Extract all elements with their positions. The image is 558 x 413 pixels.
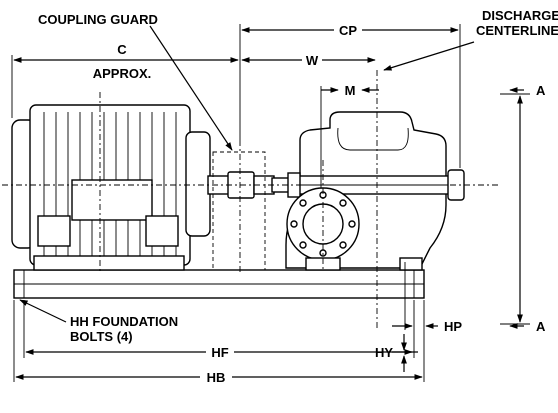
label-m: M	[345, 83, 356, 98]
pump	[285, 111, 465, 271]
label-hp: HP	[444, 319, 462, 334]
leader-hh-bolts	[19, 299, 67, 323]
label-hf: HF	[211, 345, 228, 360]
label-w: W	[306, 53, 319, 68]
leader-discharge-centerline	[383, 41, 475, 71]
label-c-approx: APPROX.	[93, 66, 152, 81]
leader-coupling-guard	[149, 25, 233, 151]
centerlines	[2, 70, 500, 330]
label-discharge-1: DISCHARGE	[482, 8, 558, 23]
extension-lines	[11, 24, 530, 382]
label-hh-1: HH FOUNDATION	[70, 314, 178, 329]
label-a-top: A	[536, 83, 546, 98]
coupling-guard-outline	[212, 151, 266, 271]
label-coupling-guard: COUPLING GUARD	[38, 12, 158, 27]
shaft-and-coupling	[207, 151, 299, 271]
label-discharge-2: CENTERLINE	[476, 23, 558, 38]
base-plate	[13, 269, 425, 299]
label-hy: HY	[375, 345, 393, 360]
label-cp: CP	[339, 23, 357, 38]
label-c: C	[117, 42, 127, 57]
label-a-bottom: A	[536, 319, 546, 334]
flange-bolt-holes	[290, 191, 356, 257]
label-hh-2: BOLTS (4)	[70, 329, 133, 344]
motor	[11, 104, 211, 271]
label-hb: HB	[207, 370, 226, 385]
